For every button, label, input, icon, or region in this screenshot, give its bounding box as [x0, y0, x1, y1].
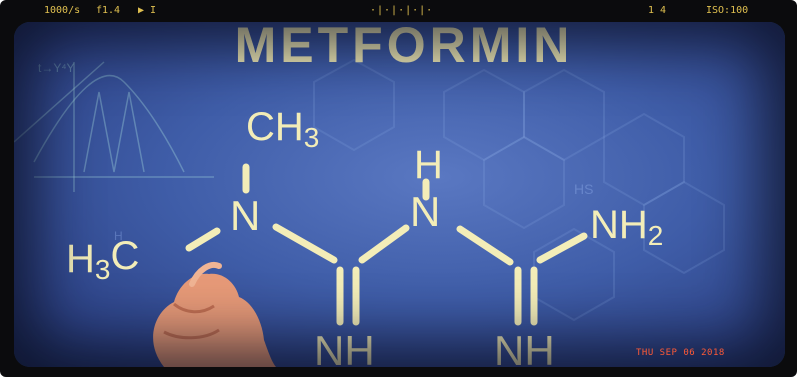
frame-counter: 1 4: [648, 5, 667, 16]
hand-illustration: [153, 262, 276, 367]
whiteboard-drawing: t→Y⁴Y HS H METFORMIN CH3 H3C: [14, 22, 725, 367]
hexagon-pattern: [313, 58, 725, 322]
atom-n-middle: N: [410, 188, 440, 235]
graph-sketch: [14, 61, 214, 192]
aperture: f1.4: [96, 5, 121, 16]
faint-note: H: [114, 229, 123, 243]
iso-readout: ISO:100: [706, 5, 749, 16]
whiteboard-photo: t→Y⁴Y HS H METFORMIN CH3 H3C: [14, 22, 785, 367]
mode-icon: ▶ I: [138, 5, 157, 16]
viewfinder-bar: 1000/s f1.4 ▶ I ·|·|·|·|· 1 4 ISO:100: [0, 0, 797, 22]
shutter-speed: 1000/s: [44, 5, 81, 16]
atom-nh2: NH2: [590, 203, 663, 251]
molecule-bonds: [185, 163, 588, 326]
atom-n-left: N: [230, 192, 260, 239]
faint-note: HS: [574, 181, 593, 197]
faint-note: t→Y⁴Y: [38, 61, 75, 75]
exposure-scale-icon: ·|·|·|·|·: [370, 5, 434, 16]
title-metformin: METFORMIN: [235, 22, 574, 73]
atom-ch3: CH3: [246, 105, 319, 153]
atom-h: H: [414, 143, 443, 187]
atom-nh-right: NH: [494, 327, 555, 367]
atom-h3c: H3C: [66, 234, 139, 285]
date-stamp: THU SEP 06 2018: [636, 348, 725, 358]
atom-nh-left: NH: [314, 327, 375, 367]
